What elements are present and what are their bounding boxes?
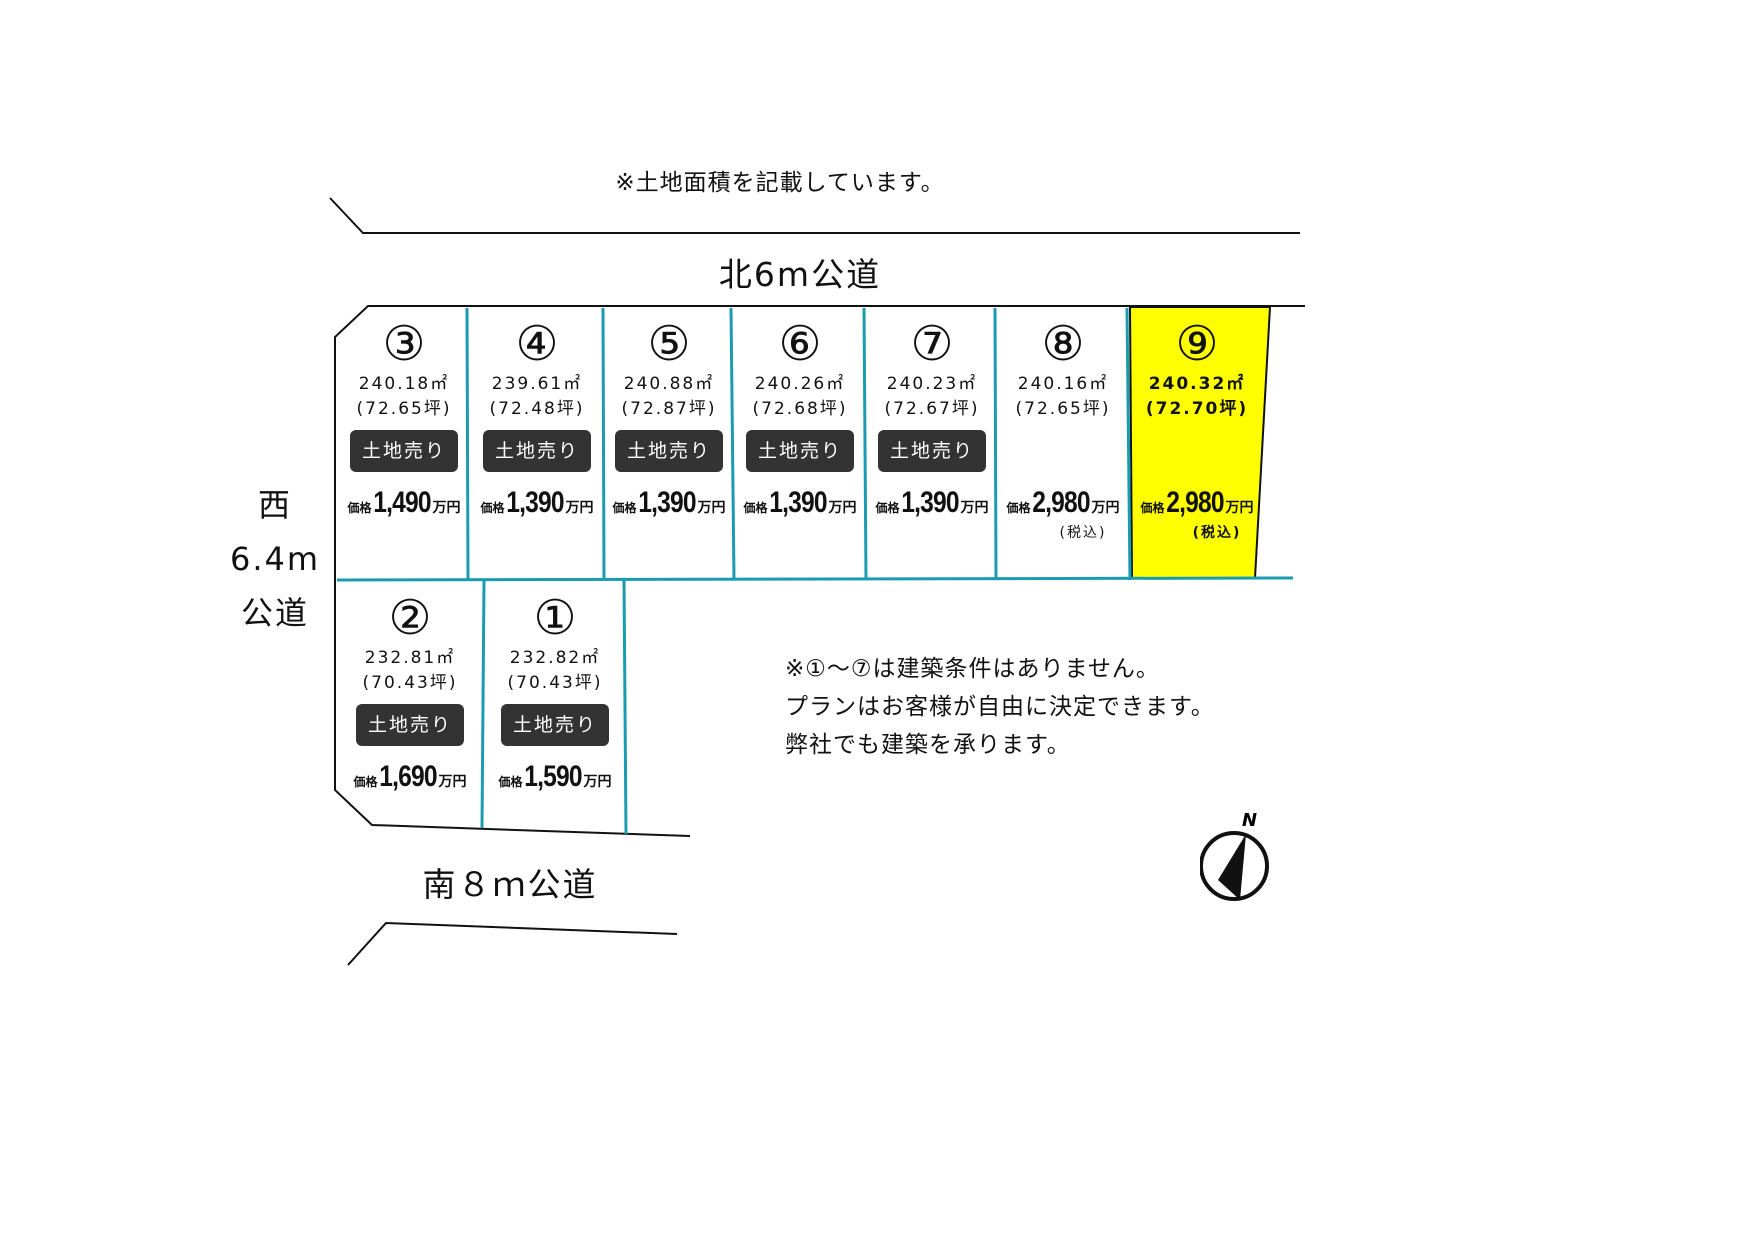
price-label: 価格 — [347, 501, 372, 515]
price-value: 2,980 — [1032, 486, 1091, 519]
lot-tsubo: (70.43坪) — [362, 673, 458, 693]
lot-area: 240.88㎡ — [623, 374, 715, 394]
lot-7[interactable]: ⑦ 240.23㎡ (72.67坪) 土地売り 価格 1,390 万円 — [867, 318, 997, 520]
north-road-edge — [329, 197, 1300, 234]
lot-area: 240.23㎡ — [886, 374, 978, 394]
lot-tsubo: (72.67坪) — [884, 399, 980, 419]
lot-number: ⑦ — [910, 316, 954, 372]
price-row: 価格 1,690 万円 — [340, 760, 480, 794]
lot-area: 240.18㎡ — [358, 374, 450, 394]
lot-number: ⑨ — [1175, 316, 1219, 372]
note-line: ※①～⑦は建築条件はありません。 — [785, 656, 1160, 682]
status-badge: 土地売り — [349, 430, 458, 472]
price-unit: 万円 — [1225, 500, 1254, 516]
lot-6[interactable]: ⑥ 240.26㎡ (72.68坪) 土地売り 価格 1,390 万円 — [735, 318, 865, 520]
lot-tsubo: (72.48坪) — [489, 399, 585, 419]
lot-2[interactable]: ② 232.81㎡ (70.43坪) 土地売り 価格 1,690 万円 — [340, 592, 480, 794]
lot-9[interactable]: ⑨ 240.32㎡ (72.70坪) 価格 2,980 万円 (税込) — [1132, 318, 1262, 542]
price-row: 価格 2,980 万円 — [1132, 486, 1262, 520]
price-label: 価格 — [612, 501, 637, 515]
price-value: 1,490 — [373, 486, 432, 519]
lots-outer-boundary — [334, 305, 1130, 837]
status-badge: 土地売り — [482, 430, 591, 472]
status-badge: 土地売り — [614, 430, 723, 472]
lot-5[interactable]: ⑤ 240.88㎡ (72.87坪) 土地売り 価格 1,390 万円 — [604, 318, 734, 520]
north-arrow-icon: N — [1200, 810, 1269, 901]
lot-tsubo: (72.65坪) — [1015, 399, 1111, 419]
lot-8[interactable]: ⑧ 240.16㎡ (72.65坪) 価格 2,980 万円 (税込) — [998, 318, 1128, 542]
lot-4[interactable]: ④ 239.61㎡ (72.48坪) 土地売り 価格 1,390 万円 — [472, 318, 602, 520]
price-row: 価格 1,390 万円 — [604, 486, 734, 520]
lot-number: ⑤ — [647, 316, 691, 372]
lot-area: 240.32㎡ — [1148, 374, 1246, 394]
lot-number: ③ — [382, 316, 426, 372]
lot-tsubo: (72.65坪) — [356, 399, 452, 419]
price-unit: 万円 — [697, 500, 726, 516]
lot-division-lines — [336, 307, 1294, 835]
lot-number: ① — [533, 590, 577, 646]
price-value: 1,690 — [379, 760, 438, 793]
lot-area: 239.61㎡ — [491, 374, 583, 394]
price-label: 価格 — [353, 775, 378, 789]
price-value: 1,390 — [638, 486, 697, 519]
west-road-label-line: 公道 — [240, 594, 309, 632]
price-label: 価格 — [498, 775, 523, 789]
lot-area: 240.16㎡ — [1017, 374, 1109, 394]
lot-number: ⑥ — [778, 316, 822, 372]
price-unit: 万円 — [438, 774, 467, 790]
lot-1[interactable]: ① 232.82㎡ (70.43坪) 土地売り 価格 1,590 万円 — [486, 592, 624, 794]
tax-included-note: (税込) — [1059, 525, 1107, 541]
lot-tsubo: (72.70坪) — [1145, 399, 1249, 419]
west-road-label: 西 6.4m 公道 — [230, 478, 320, 640]
price-label: 価格 — [875, 501, 900, 515]
west-road-label-line: 西 — [257, 486, 292, 524]
price-row: 価格 1,490 万円 — [340, 486, 468, 520]
lot-number: ⑧ — [1041, 316, 1085, 372]
note-line: 弊社でも建築を承ります。 — [785, 732, 1071, 758]
price-row: 価格 1,390 万円 — [735, 486, 865, 520]
price-label: 価格 — [1006, 501, 1031, 515]
lot-number: ② — [388, 590, 432, 646]
north-road-label: 北6m公道 — [718, 255, 882, 294]
south-road-edge — [347, 921, 678, 966]
price-unit: 万円 — [565, 500, 594, 516]
price-label: 価格 — [743, 501, 768, 515]
lot-tsubo: (72.87坪) — [621, 399, 717, 419]
price-value: 2,980 — [1166, 486, 1225, 519]
status-badge: 土地売り — [877, 430, 986, 472]
west-road-label-line: 6.4m — [230, 540, 321, 578]
price-value: 1,590 — [524, 760, 583, 793]
price-unit: 万円 — [960, 500, 989, 516]
price-unit: 万円 — [828, 500, 857, 516]
price-row: 価格 1,590 万円 — [486, 760, 624, 794]
lot-tsubo: (72.68坪) — [752, 399, 848, 419]
price-unit: 万円 — [583, 774, 612, 790]
price-unit: 万円 — [432, 500, 461, 516]
price-value: 1,390 — [901, 486, 960, 519]
price-row: 価格 1,390 万円 — [867, 486, 997, 520]
price-label: 価格 — [480, 501, 505, 515]
status-badge: 土地売り — [355, 704, 464, 746]
price-value: 1,390 — [506, 486, 565, 519]
price-value: 1,390 — [769, 486, 828, 519]
lot-number: ④ — [515, 316, 559, 372]
building-conditions-notes: ※①～⑦は建築条件はありません。 プランはお客様が自由に決定できます。 弊社でも… — [785, 650, 1215, 764]
status-badge: 土地売り — [745, 430, 854, 472]
price-unit: 万円 — [1091, 500, 1120, 516]
price-row: 価格 1,390 万円 — [472, 486, 602, 520]
compass-north-label: N — [1242, 810, 1257, 831]
tax-included-note: (税込) — [1192, 525, 1242, 541]
lot-3[interactable]: ③ 240.18㎡ (72.65坪) 土地売り 価格 1,490 万円 — [340, 318, 468, 520]
lot-area: 232.81㎡ — [364, 648, 456, 668]
price-row: 価格 2,980 万円 — [998, 486, 1128, 520]
note-line: プランはお客様が自由に決定できます。 — [785, 694, 1215, 720]
area-notice: ※土地面積を記載しています。 — [615, 170, 945, 196]
lot-area: 232.82㎡ — [509, 648, 601, 668]
lot-tsubo: (70.43坪) — [507, 673, 603, 693]
lot-area: 240.26㎡ — [754, 374, 846, 394]
south-road-label: 南８ｍ公道 — [422, 865, 598, 904]
price-label: 価格 — [1140, 501, 1165, 515]
status-badge: 土地売り — [500, 704, 609, 746]
